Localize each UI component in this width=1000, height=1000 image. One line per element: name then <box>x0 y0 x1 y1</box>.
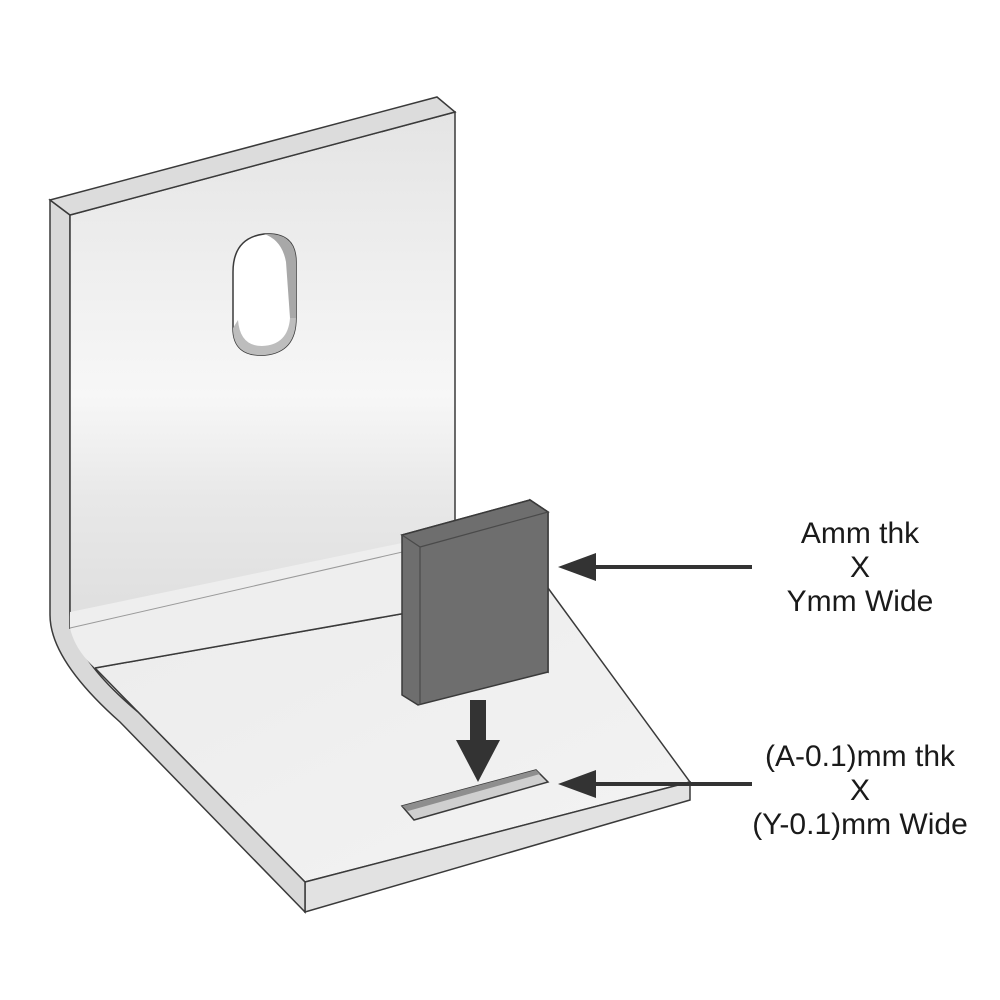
slot-callout-line1: (A-0.1)mm thk <box>765 740 956 773</box>
slot-callout-arrow <box>558 770 752 798</box>
block-callout-arrow <box>558 553 752 581</box>
vertical-plate-top-edge <box>48 96 457 216</box>
block-callout-line1: Amm thk <box>801 517 920 550</box>
block-callout-line2: X <box>850 551 870 584</box>
insert-block-front <box>401 499 549 706</box>
slot-callout-line2: X <box>850 774 870 807</box>
mounting-slot-hole <box>232 233 297 356</box>
base-slot <box>400 769 550 821</box>
slot-callout-line3: (Y-0.1)mm Wide <box>752 808 968 841</box>
insert-block <box>400 498 550 706</box>
block-callout-line3: Ymm Wide <box>787 585 934 618</box>
bend-line-upper <box>69 539 456 629</box>
insert-direction-arrow <box>456 700 500 782</box>
